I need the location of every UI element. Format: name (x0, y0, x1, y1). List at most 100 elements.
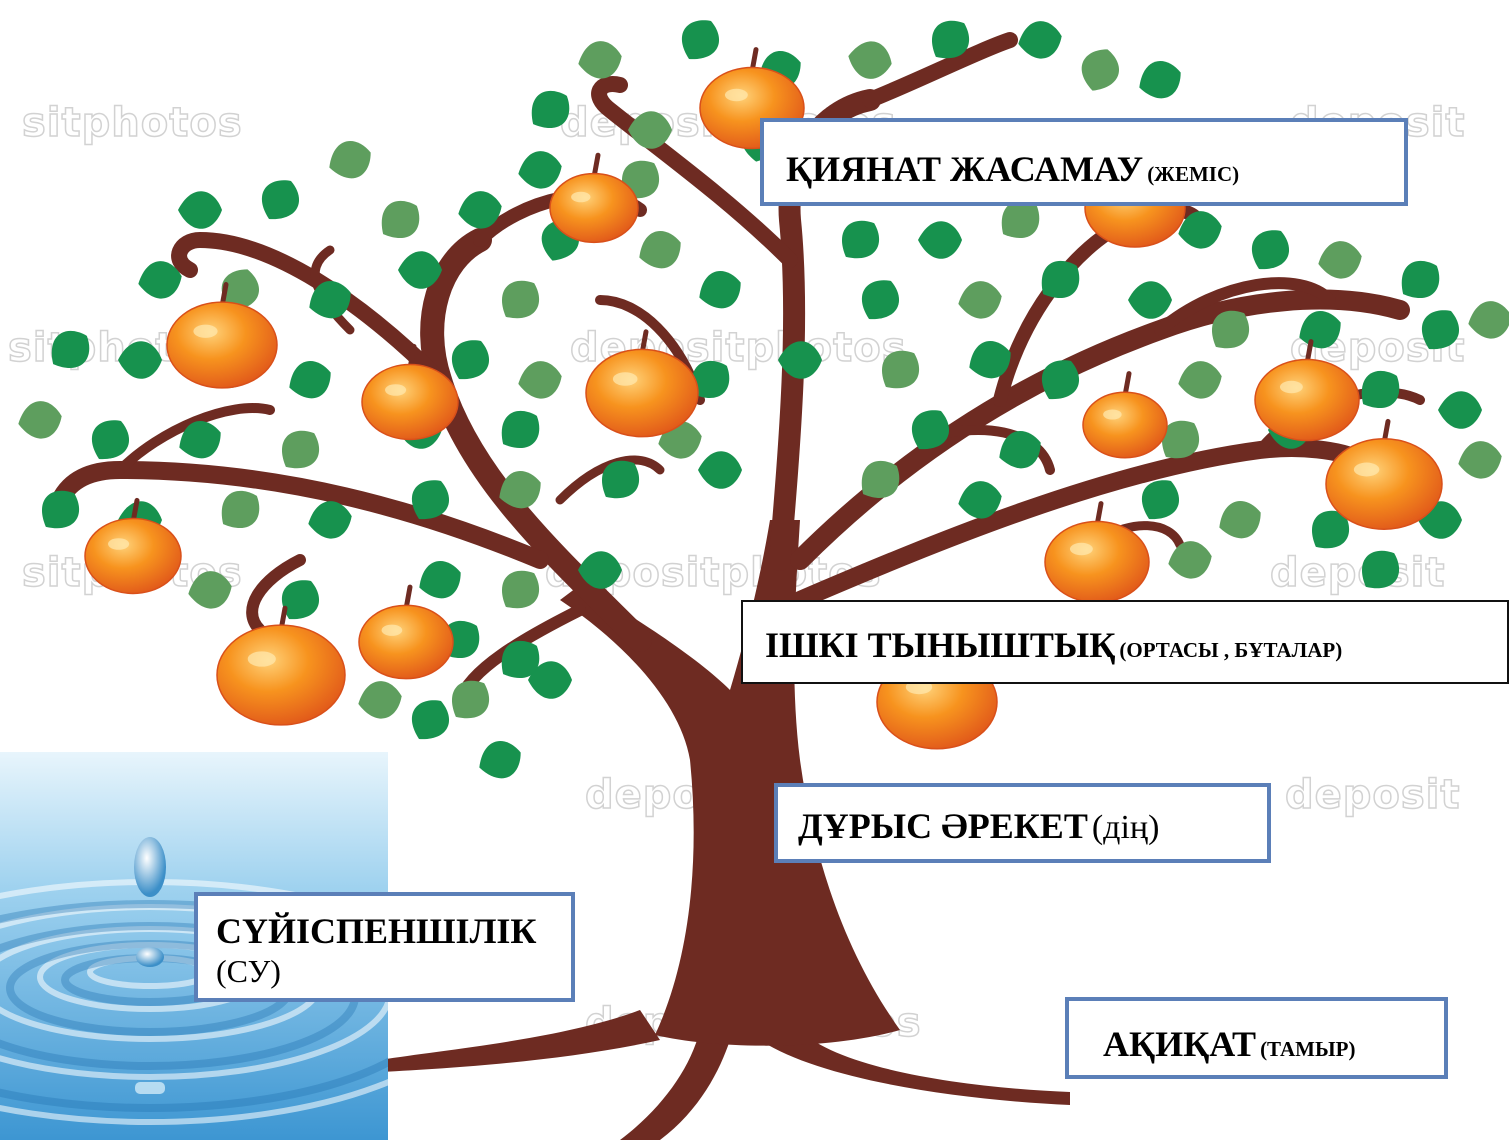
leaf (329, 141, 371, 179)
leaf (1458, 441, 1502, 479)
watermark: sitphotos (21, 99, 243, 147)
watermark: deposit (1269, 549, 1446, 597)
leaf (528, 661, 572, 699)
leaf (518, 361, 562, 399)
label-fruit: ҚИЯНАТ ЖАСАМАУ (ЖЕМІС) (760, 118, 1408, 206)
leaf (412, 480, 450, 520)
leaf (691, 361, 730, 399)
label-water: СҮЙІСПЕНШІЛІК (СУ) (194, 892, 575, 1002)
leaf (1142, 480, 1180, 520)
apple (1044, 501, 1150, 604)
watermark: deposit (1284, 771, 1461, 819)
leaf (1168, 541, 1212, 579)
leaf (501, 411, 540, 449)
leaf (1161, 420, 1199, 459)
leaf (41, 490, 79, 529)
leaf (138, 261, 182, 299)
leaf (419, 561, 461, 599)
leaf (778, 341, 822, 379)
leaf (1361, 371, 1400, 409)
leaf (458, 191, 502, 229)
apple (1082, 371, 1168, 459)
leaf (999, 431, 1041, 469)
leaf (531, 91, 570, 129)
label-religion-main: ДҰРЫС ӘРЕКЕТ (798, 806, 1088, 846)
leaf (398, 251, 442, 289)
leaf (282, 580, 320, 620)
leaf (1081, 49, 1119, 91)
leaf (931, 20, 969, 59)
leaf (1252, 230, 1290, 270)
leaf (262, 180, 300, 220)
label-religion-sub: (дің) (1091, 809, 1160, 846)
leaf (578, 551, 622, 589)
leaf (1438, 391, 1482, 429)
leaf (1001, 201, 1040, 239)
leaf (1042, 360, 1080, 400)
leaf (499, 471, 541, 509)
leaf (18, 401, 62, 439)
leaf (1211, 310, 1249, 349)
leaf (1139, 61, 1181, 99)
leaf (1178, 361, 1222, 399)
apple (549, 152, 639, 244)
leaf (848, 41, 892, 79)
leaf (862, 280, 900, 320)
leaf (188, 571, 232, 609)
leaf (841, 220, 879, 259)
leaf (451, 680, 489, 719)
label-fruit-main: ҚИЯНАТ ЖАСАМАУ (786, 149, 1144, 189)
leaf (1361, 550, 1399, 589)
leaf (601, 460, 639, 499)
leaf (1219, 501, 1261, 539)
leaf (179, 421, 221, 459)
leaf (118, 341, 162, 379)
apple (1325, 418, 1443, 530)
label-root-sub: (ТАМЫР) (1260, 1037, 1356, 1061)
leaf (501, 280, 539, 319)
leaf (358, 681, 402, 719)
leaf (479, 741, 521, 779)
label-water-sub: (СУ) (216, 953, 281, 989)
label-water-main: СҮЙІСПЕНШІЛІК (216, 911, 537, 951)
leaf (699, 271, 741, 309)
leaf (958, 281, 1002, 319)
apple (361, 343, 459, 441)
leaf (178, 191, 222, 229)
leaf (682, 20, 720, 60)
leaf (1401, 261, 1440, 299)
leaf (92, 420, 130, 460)
leaf (1311, 510, 1349, 549)
leaf (698, 451, 742, 489)
label-branches: ІШКІ ТЫНЫШТЫҚ (ОРТАСЫ , БҰТАЛАР) (741, 600, 1509, 684)
label-branches-main: ІШКІ ТЫНЫШТЫҚ (765, 625, 1116, 665)
leaf (881, 350, 919, 389)
leaf (861, 461, 900, 499)
label-root-main: АҚИҚАТ (1103, 1024, 1257, 1064)
leaf (412, 700, 450, 740)
apple (358, 584, 454, 680)
tree-apples (84, 47, 1443, 750)
leaf (628, 111, 672, 149)
leaf (1018, 21, 1062, 59)
apple (1254, 339, 1360, 442)
apple (166, 282, 278, 389)
leaf (309, 281, 351, 319)
leaf (1468, 301, 1509, 339)
leaf (1178, 211, 1222, 249)
label-fruit-sub: (ЖЕМІС) (1147, 162, 1240, 186)
leaf (578, 41, 622, 79)
leaf (221, 269, 259, 311)
label-religion: ДҰРЫС ӘРЕКЕТ (дің) (774, 783, 1271, 863)
leaf (1041, 261, 1080, 299)
leaf (1128, 281, 1172, 319)
tree-leaves (18, 20, 1509, 779)
leaf (958, 481, 1002, 519)
leaf (501, 641, 540, 679)
leaf (281, 430, 319, 469)
leaf (381, 201, 420, 239)
tree-trunk (560, 520, 900, 1046)
apple (84, 497, 182, 595)
